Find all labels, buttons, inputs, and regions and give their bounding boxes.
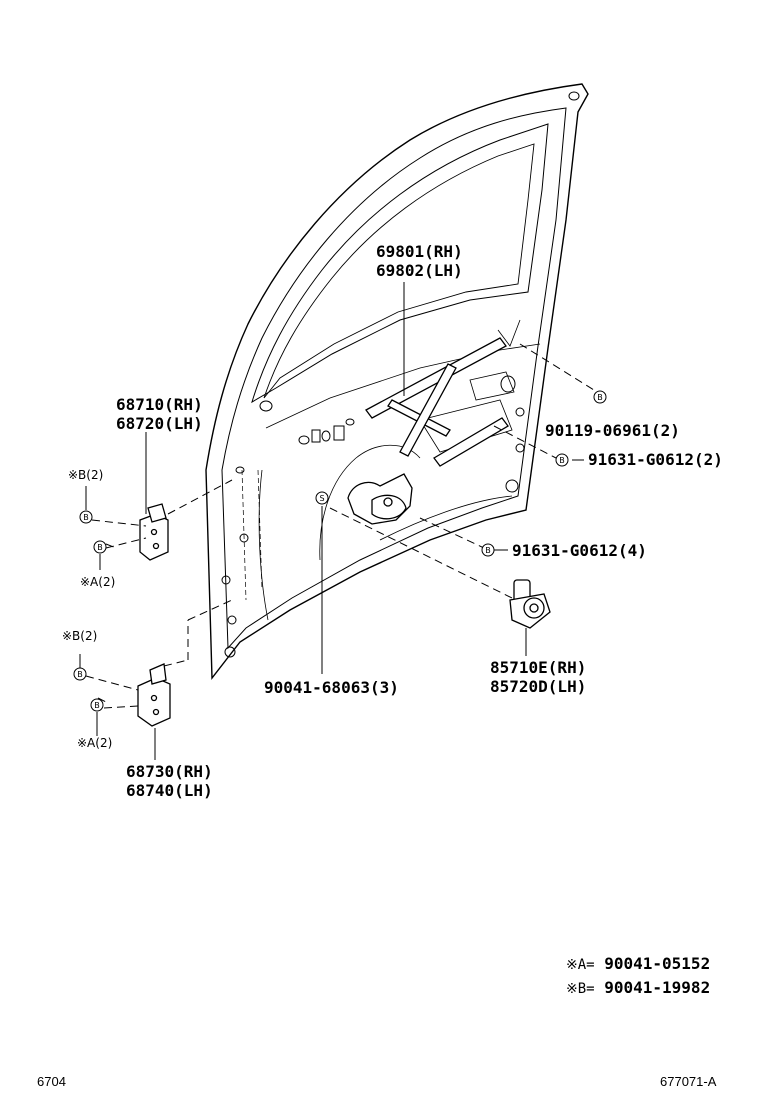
dashed-guide-lines [85,343,595,709]
legend-part-a: 90041-05152 [604,954,711,973]
callout-upper-hinge-b-qty: ※B(2) [68,468,104,482]
bolt-symbol-upper-hinge-a [93,540,107,554]
legend-key-a: ※A= [566,957,595,973]
bolt-symbol-90119 [593,390,607,404]
callout-motor-lh: 85720D(LH) [490,677,587,696]
callout-regulator-lh: 69802(LH) [376,261,463,280]
fastener-legend: ※A= 90041-05152 ※B= 90041-19982 [566,954,710,999]
callout-bolt-91631-b: 91631-G0612(4) [512,541,647,560]
callout-upper-hinge-a-qty: ※A(2) [80,575,116,589]
callout-bolt-91631-a: 91631-G0612(2) [588,450,723,469]
legend-part-b: 90041-19982 [604,978,711,997]
footer-illustration-id: 677071-A [660,1074,717,1089]
fastener-symbols [73,390,607,712]
callout-screw-90041: 90041-68063(3) [264,678,399,697]
callout-hinge-upper-lh: 68720(LH) [116,414,203,433]
callout-bolt-90119: 90119-06961(2) [545,421,680,440]
callout-regulator-rh: 69801(RH) [376,242,463,261]
bolt-letter: B [597,393,603,402]
lower-hinge [137,663,171,727]
door-holes [221,91,580,658]
legend-row-a: ※A= 90041-05152 [566,954,710,975]
bolt-symbol-lower-hinge-b [73,667,87,681]
bolt-letter: B [559,456,565,465]
screw-letter: S [319,494,324,503]
callout-hinge-upper-rh: 68710(RH) [116,395,203,414]
callout-motor-rh: 85710E(RH) [490,658,587,677]
callout-hinge-lower-lh: 68740(LH) [126,781,213,800]
bolt-symbol-upper-hinge-b [79,510,93,524]
bolt-symbol-lower-hinge-a [90,698,104,712]
callout-lower-hinge-b-qty: ※B(2) [62,629,98,643]
footer-page-code: 6704 [37,1074,66,1089]
upper-hinge [139,503,169,561]
bolt-symbol-91631-b [481,543,495,557]
window-regulator [347,337,509,525]
legend-key-b: ※B= [566,981,595,997]
screw-symbol-90041 [315,491,329,505]
bolt-letter: B [485,546,491,555]
callout-hinge-lower-rh: 68730(RH) [126,762,213,781]
leader-lines [79,282,584,760]
bolt-letter: B [97,543,103,552]
door-shell [205,83,589,680]
bolt-letter: B [94,701,100,710]
legend-row-b: ※B= 90041-19982 [566,978,710,999]
fastener-letters: B B B B B B B S [77,393,603,710]
bolt-letter: B [83,513,89,522]
bolt-symbol-91631-a [555,453,569,467]
window-motor [509,579,551,629]
callout-lower-hinge-a-qty: ※A(2) [77,736,113,750]
bolt-letter: B [77,670,83,679]
